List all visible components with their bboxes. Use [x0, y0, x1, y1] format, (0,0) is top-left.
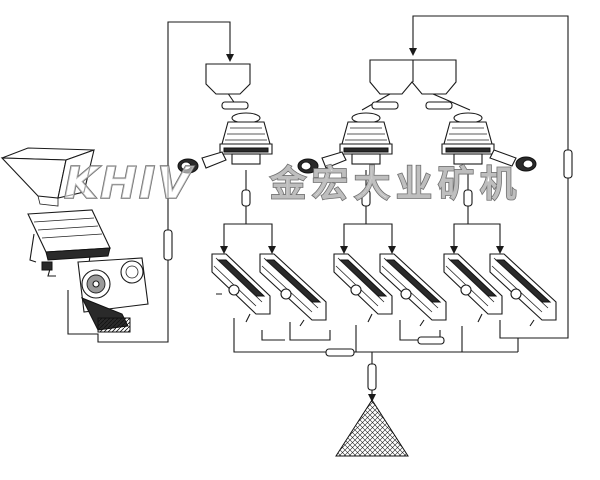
vibrating-screen-4: [379, 253, 447, 327]
watermark-cjk: 金宏大业矿机: [269, 163, 522, 205]
vibrating-screen-1: [211, 253, 271, 323]
vibrating-screen-3: [333, 253, 393, 323]
vibrating-screen-5: [443, 253, 503, 323]
vibrating-feeder: [27, 209, 111, 277]
flow-lines: [67, 15, 573, 402]
watermark-latin: KHIV: [64, 158, 194, 209]
watermark: KHIV 金宏大业矿机: [63, 157, 522, 210]
cone-crusher-1: [177, 112, 273, 174]
cone-crusher-2: [297, 112, 393, 174]
cone-crusher-3: [441, 112, 537, 172]
surge-bin-left: [205, 63, 251, 110]
stockpile: [335, 399, 409, 457]
vibrating-screen-2: [259, 253, 327, 327]
surge-bin-double: [369, 59, 457, 110]
vibrating-screen-6: [489, 253, 557, 327]
crusher-outlets: [220, 170, 504, 254]
feed-hopper: [0, 147, 95, 207]
jaw-crusher: [77, 257, 149, 333]
